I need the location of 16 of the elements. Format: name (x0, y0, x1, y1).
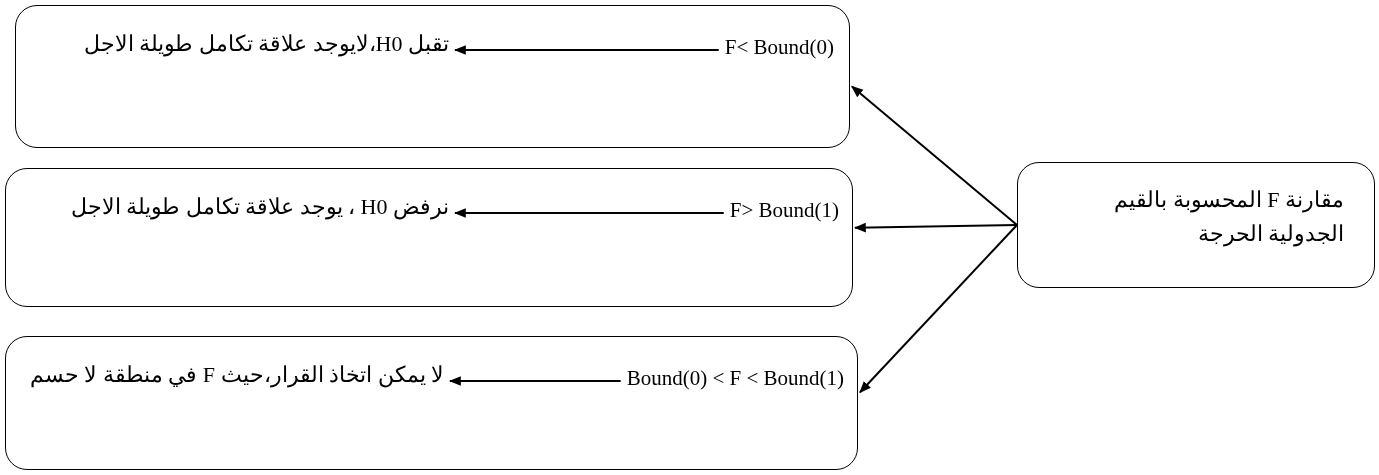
decision-text: نرفض H0 ، يوجد علاقة تكامل طويلة الاجل (70, 191, 449, 223)
rounded-box (5, 168, 853, 307)
condition-text: F< Bound(0) (724, 34, 834, 60)
comparison-box: مقارنة F المحسوبة بالقيم الجدولية الحرجة (1017, 162, 1375, 288)
decision-text: تقبل H0،لايوجد علاقة تكامل طويلة الاجل (83, 28, 449, 60)
arrow (453, 45, 720, 55)
arrow (453, 208, 725, 218)
arrow (448, 376, 622, 386)
condition-text: F> Bound(1) (729, 197, 839, 223)
decision-text: لا يمكن اتخاذ القرار،حيث F في منطقة لا حسم (29, 359, 444, 391)
condition-text: Bound(0) < F < Bound(1) (626, 365, 844, 391)
arrow (853, 222, 1018, 233)
arrow (859, 224, 1018, 394)
arrow (851, 85, 1018, 226)
rounded-box (5, 336, 858, 470)
rounded-box (15, 5, 850, 148)
